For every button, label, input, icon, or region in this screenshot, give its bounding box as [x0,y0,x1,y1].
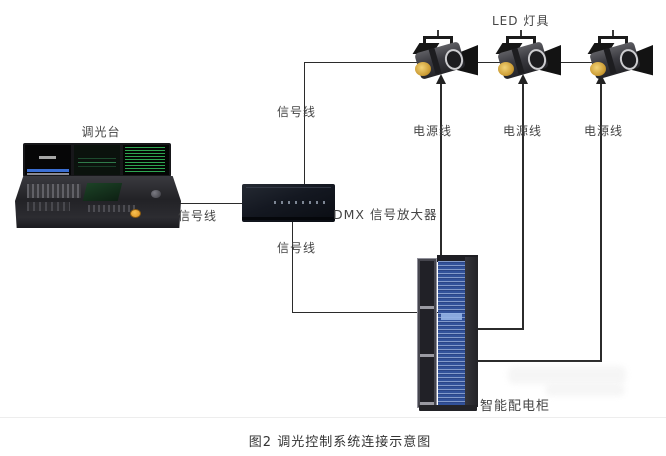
power-line-2-horizontal [474,328,524,330]
signal-line-amp-up [304,62,305,185]
led-light-illustration [493,30,561,88]
cabinet-top [437,255,478,262]
cabinet-side-panel [465,257,478,407]
console-screens [23,143,171,177]
signal-line-to-cabinet [292,312,442,313]
power-line-3-horizontal [472,360,602,362]
power-line-3-vertical [600,83,602,362]
console-label: 调光台 [81,125,121,139]
cabinet-label: 智能配电柜 [480,399,551,414]
arrow-up-icon [436,74,446,84]
watermark-smudge [508,366,626,384]
power-line-2-vertical [522,83,524,330]
signal-line-label-bottom: 信号线 [277,241,317,255]
signal-line-label-mid: 信号线 [178,209,218,223]
divider [0,417,666,418]
watermark-smudge [545,384,625,396]
signal-line-label-top: 信号线 [277,105,317,119]
cabinet-base [419,405,477,411]
signal-line-console-to-amp [152,203,244,204]
cabinet-open-door [417,258,437,408]
led-light-illustration [585,30,653,88]
arrow-up-icon [596,74,606,84]
power-line-label-2: 电源线 [503,124,543,138]
led-light-illustration [410,30,478,88]
power-line-label-1: 电源线 [413,124,453,138]
console-deck [15,176,181,228]
arrow-up-icon [518,74,528,84]
dimmer-console-illustration [15,140,181,230]
power-line-1 [440,83,442,258]
signal-line-amp-down [292,220,293,313]
amplifier-label: DMX 信号放大器 [333,207,438,222]
distribution-cabinet-illustration [438,261,465,406]
power-line-label-3: 电源线 [584,124,624,138]
led-lights-label: LED 灯具 [492,14,550,28]
figure-caption: 图2 调光控制系统连接示意图 [248,435,432,450]
dmx-amplifier-illustration [242,184,335,222]
